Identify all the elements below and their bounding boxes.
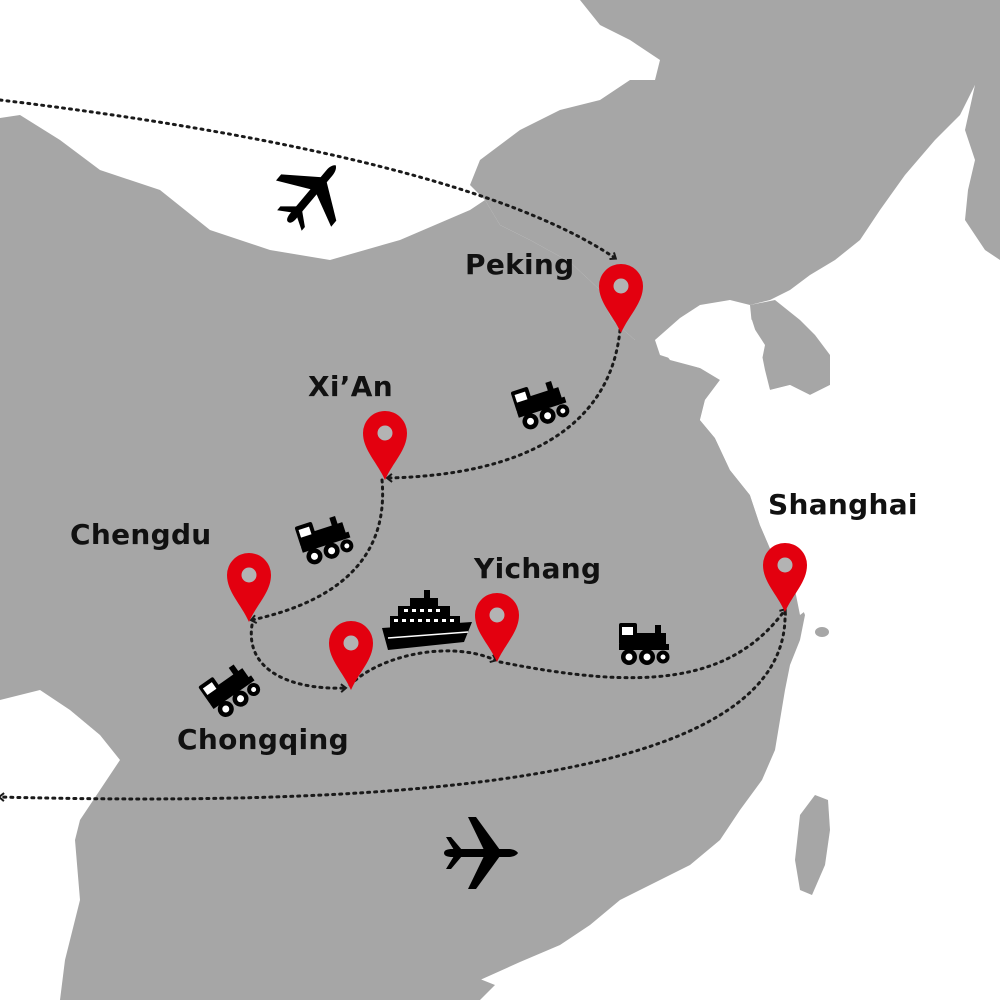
route-plane-in bbox=[0, 98, 618, 261]
route-chengdu-chongqing bbox=[249, 623, 348, 693]
sea-bohai bbox=[655, 300, 760, 372]
route-xian-chengdu bbox=[249, 478, 385, 624]
land-southwest bbox=[0, 690, 120, 960]
city-label-chongqing: Chongqing bbox=[177, 723, 350, 756]
city-label-yichang: Yichang bbox=[474, 552, 602, 585]
city-label-xian: Xi’An bbox=[308, 370, 393, 403]
route-chongqing-yichang bbox=[348, 649, 498, 687]
land-north bbox=[470, 0, 1000, 340]
city-label-peking: Peking bbox=[465, 248, 575, 281]
land-japan bbox=[965, 80, 1000, 260]
land-taiwan bbox=[795, 795, 830, 895]
route-plane-out bbox=[0, 610, 787, 802]
land-islet bbox=[815, 627, 829, 637]
land-china bbox=[0, 115, 805, 1000]
land-korea bbox=[750, 300, 830, 395]
sea-yellow bbox=[700, 345, 880, 615]
sea-layer bbox=[655, 300, 880, 615]
city-label-shanghai: Shanghai bbox=[768, 488, 918, 521]
city-label-chengdu: Chengdu bbox=[70, 518, 212, 551]
routes-layer bbox=[0, 98, 787, 802]
route-yichang-shanghai bbox=[498, 607, 787, 680]
land-hainan bbox=[440, 975, 495, 1000]
route-peking-xian bbox=[385, 328, 622, 483]
